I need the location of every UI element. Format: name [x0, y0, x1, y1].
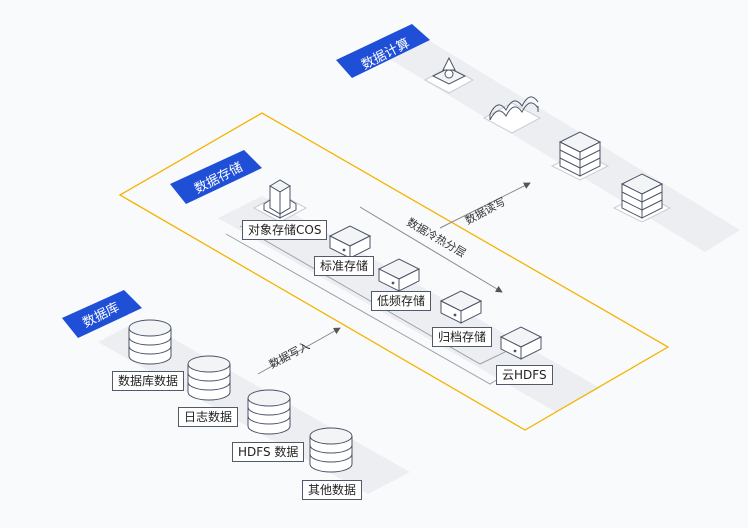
storage-label-hdfs: 云HDFS [496, 365, 553, 385]
storage-label-cos: 对象存储COS [242, 220, 328, 240]
object-storage-icon [252, 179, 308, 223]
storage-box-icon [439, 290, 483, 324]
db-label-database: 数据库数据 [112, 371, 185, 391]
server-icon [550, 131, 610, 181]
storage-box-icon [328, 225, 372, 259]
read-write-arrow [439, 182, 531, 229]
storage-label-low-freq: 低频存储 [371, 291, 432, 311]
compute-tag-shape [336, 24, 430, 78]
db-label-log: 日志数据 [178, 407, 239, 427]
db-label-hdfs: HDFS 数据 [232, 442, 305, 462]
storage-box-icon [499, 326, 543, 360]
storage-tag-shape [170, 150, 262, 204]
database-cylinder-icon [247, 389, 291, 435]
storage-label-standard: 标准存储 [314, 256, 375, 276]
storage-box-icon [377, 258, 421, 292]
write-in-arrow [257, 327, 341, 375]
database-cylinder-icon [128, 319, 172, 365]
container-icon [482, 96, 542, 134]
storage-label-archive: 归档存储 [432, 327, 493, 347]
database-tag-shape [62, 290, 142, 338]
db-label-other: 其他数据 [302, 480, 363, 500]
database-cylinder-icon [187, 355, 231, 401]
compute-node-icon [423, 56, 475, 94]
database-cylinder-icon [309, 427, 353, 473]
server-icon [612, 173, 672, 223]
tiering-arrow [359, 206, 503, 293]
storage-frame [118, 112, 670, 431]
